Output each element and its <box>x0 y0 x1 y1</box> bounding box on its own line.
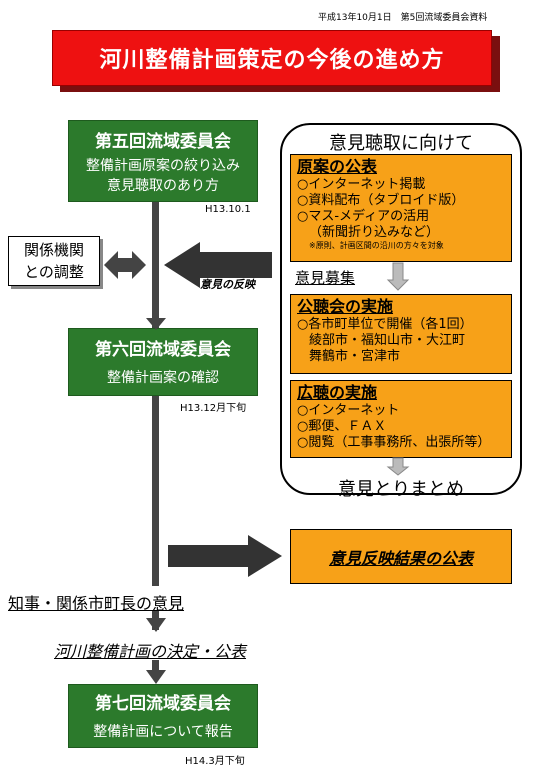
flow-line-upper <box>152 200 159 330</box>
public-listening-title: 広聴の実施 <box>297 383 378 402</box>
related-agencies-line2: との調整 <box>24 263 84 281</box>
draft-publication-title: 原案の公表 <box>297 157 378 176</box>
arrow-left-icon <box>164 242 272 288</box>
meeting7-title: 第七回流域委員会 <box>95 694 231 714</box>
related-agencies-box: 関係機関 との調整 <box>8 236 100 286</box>
arrow-down-icon <box>146 670 166 684</box>
public-hearing-title: 公聴会の実施 <box>297 297 394 316</box>
result-publication-box: 意見反映結果の公表 <box>290 529 512 584</box>
draft-note: ※原則、計画区間の沿川の方々を対象 <box>309 241 444 250</box>
meeting6-title: 第六回流域委員会 <box>95 340 231 360</box>
header-note: 平成13年10月1日 第5回流域委員会資料 <box>318 13 488 23</box>
arrow-down-icon <box>386 457 410 476</box>
flow-line-last <box>152 660 159 674</box>
public-listening-item-1: ○インターネット <box>297 403 400 418</box>
related-agencies-line1: 関係機関 <box>23 241 84 259</box>
meeting7-line1: 整備計画について報告 <box>93 724 233 740</box>
meeting5-box: 第五回流域委員会 整備計画原案の絞り込み 意見聴取のあり方 <box>68 120 258 202</box>
meeting5-title: 第五回流域委員会 <box>95 132 231 152</box>
meeting5-date: H13.10.1 <box>205 204 251 215</box>
opinion-collection-label: 意見募集 <box>295 269 356 287</box>
hearing-panel-footer: 意見とりまとめ <box>338 479 464 500</box>
meeting6-date: H13.12月下旬 <box>180 403 247 414</box>
flow-line-lower <box>152 396 159 586</box>
hearing-panel-title: 意見聴取に向けて <box>329 133 473 154</box>
reflect-label: 意見の反映 <box>200 278 255 291</box>
double-arrow-icon <box>104 251 146 279</box>
draft-item-4: （新聞折り込みなど） <box>309 225 440 240</box>
page-title: 河川整備計画策定の今後の進め方 <box>52 30 492 86</box>
arrow-right-icon <box>168 535 282 577</box>
public-hearing-item-2: 綾部市・福知山市・大江町 <box>309 333 466 348</box>
meeting5-line1: 整備計画原案の絞り込み <box>86 158 240 174</box>
draft-publication-box: 原案の公表 ○インターネット掲載 ○資料配布（タブロイド版） ○マス-メディアの… <box>290 154 512 262</box>
governor-opinion-label: 知事・関係市町長の意見 <box>8 594 185 613</box>
public-hearing-item-3: 舞鶴市・宮津市 <box>309 349 401 364</box>
draft-item-2: ○資料配布（タブロイド版） <box>297 193 465 208</box>
meeting6-box: 第六回流域委員会 整備計画案の確認 <box>68 328 258 396</box>
draft-item-1: ○インターネット掲載 <box>297 177 426 192</box>
draft-item-3: ○マス-メディアの活用 <box>297 209 430 224</box>
meeting7-box: 第七回流域委員会 整備計画について報告 <box>68 684 258 748</box>
arrow-down-icon <box>146 318 166 330</box>
public-listening-item-3: ○閲覧（工事事務所、出張所等） <box>297 435 491 450</box>
arrow-down-icon <box>386 262 410 291</box>
arrow-down-icon <box>146 618 166 632</box>
public-hearing-box: 公聴会の実施 ○各市町単位で開催（各1回） 綾部市・福知山市・大江町 舞鶴市・宮… <box>290 294 512 374</box>
plan-decision-label: 河川整備計画の決定・公表 <box>54 642 247 661</box>
public-hearing-item-1: ○各市町単位で開催（各1回） <box>297 317 473 332</box>
meeting6-line1: 整備計画案の確認 <box>107 370 219 386</box>
meeting5-line2: 意見聴取のあり方 <box>107 178 219 194</box>
meeting7-date: H14.3月下旬 <box>185 756 245 767</box>
public-listening-item-2: ○郵便、ＦＡＸ <box>297 419 387 434</box>
